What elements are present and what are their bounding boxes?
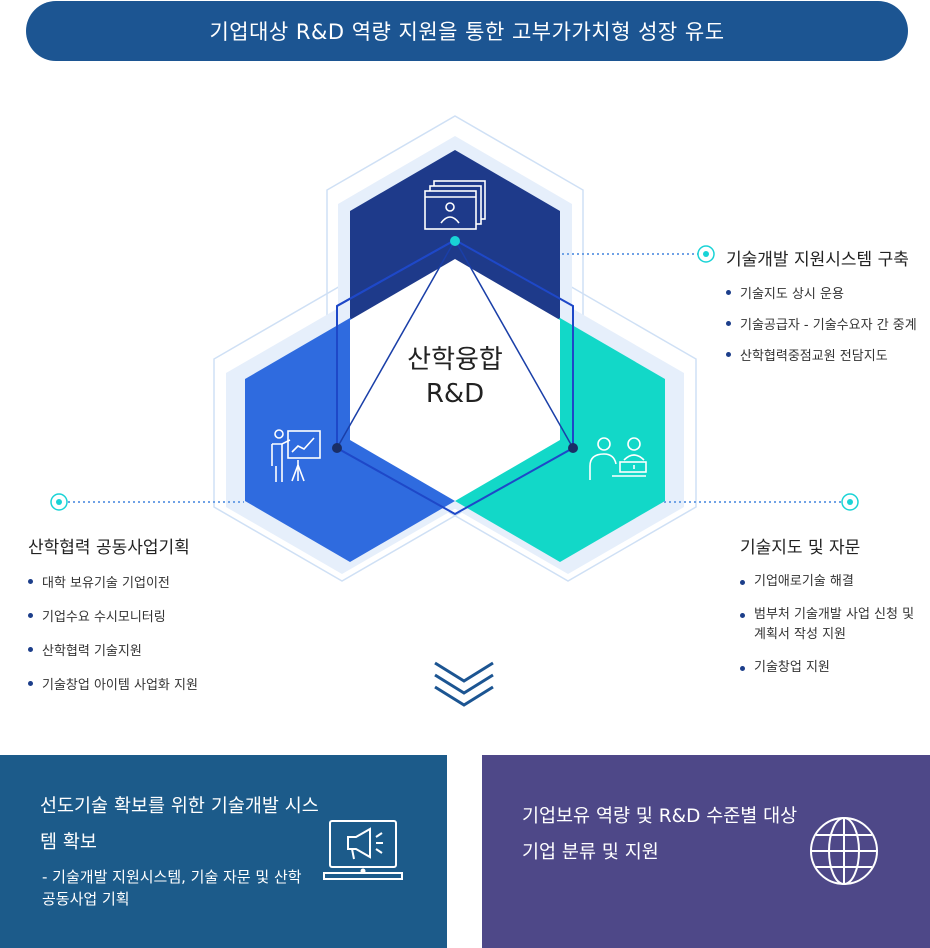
list-item: 기술창업 아이템 사업화 지원 [28,674,198,693]
node-left [332,443,342,453]
list-item: 기술공급자 - 기술수요자 간 중계 [726,314,917,333]
center-label-line1: 산학융합 [407,345,503,375]
list-item: 산학협력중점교원 전담지도 [726,345,917,364]
group-title: 산학협력 공동사업기획 [28,538,190,558]
card-company-classification: 기업보유 역량 및 R&D 수준별 대상기업 분류 및 지원 [482,755,930,948]
group-industry-planning: 산학협력 공동사업기획 대학 보유기술 기업이전 기업수요 수시모니터링 산학협… [28,533,198,708]
list-item: 대학 보유기술 기업이전 [28,572,198,591]
link-line-a [454,239,574,449]
target-icon-right [697,245,715,263]
list-item: 기업수요 수시모니터링 [28,606,198,625]
card-title: 기업보유 역량 및 R&D 수준별 대상기업 분류 및 지원 [522,806,798,863]
center-label: 산학융합 R&D [380,343,530,411]
list-item: 기술지도 상시 운용 [726,283,917,302]
group-tech-consulting: 기술지도 및 자문 기업애로기술 해결 범부처 기술개발 사업 신청 및 계획서… [740,533,924,691]
list-item: 범부처 기술개발 사업 신청 및 계획서 작성 지원 [740,605,924,645]
group-title: 기술지도 및 자문 [740,538,861,558]
list-item: 산학협력 기술지원 [28,640,198,659]
consultation-people-icon [589,437,647,480]
list-item: 기술창업 지원 [740,658,924,678]
globe-icon [810,817,878,885]
hex-center [350,259,560,501]
group-title: 기술개발 지원시스템 구축 [726,250,909,270]
group-tech-dev-system: 기술개발 지원시스템 구축 기술지도 상시 운용 기술공급자 - 기술수요자 간… [726,245,917,376]
banner-title: 기업대상 R&D 역량 지원을 통한 고부가가치형 성장 유도 [26,1,908,61]
card-left-subtitle: - 기술개발 지원시스템, 기술 자문 및 산학공동사업 기획 [42,868,302,908]
target-icon-left [50,493,68,511]
laptop-megaphone-icon [323,820,403,880]
card-title: 선도기술 확보를 위한 기술개발 시스템 확보 [40,796,319,853]
triple-chevron-down-icon [434,661,494,707]
link-top-left [336,239,456,307]
presentation-screen-icon [424,180,486,230]
list-item: 기업애로기술 해결 [740,572,924,592]
node-right [568,443,578,453]
target-icon-bottom-right [841,493,859,511]
teacher-board-icon [271,429,321,482]
center-label-line2: R&D [425,379,485,409]
card-tech-system: 선도기술 확보를 위한 기술개발 시스템 확보 [0,755,447,948]
link-line-b [336,239,456,449]
node-top [450,236,460,246]
